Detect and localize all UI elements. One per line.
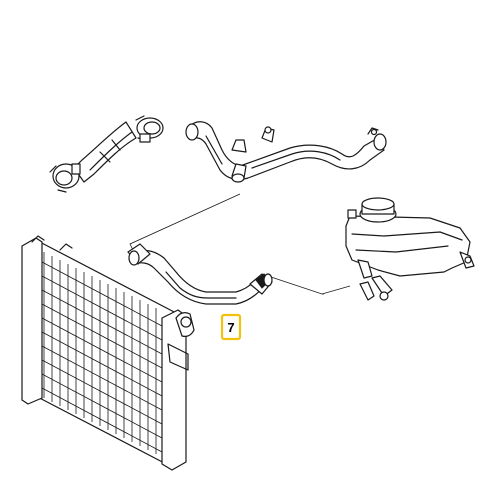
coolant-pipe [185,121,387,183]
radiator-core-fins [41,252,163,454]
lower-hose-7 [127,243,273,305]
callout-box [220,313,242,341]
upper-hose [49,115,164,193]
leader-lines [129,193,351,295]
callout-number: 7 [227,320,234,335]
callout-7[interactable]: 7 [220,313,242,341]
expansion-tank [345,197,475,301]
radiator [21,235,195,471]
